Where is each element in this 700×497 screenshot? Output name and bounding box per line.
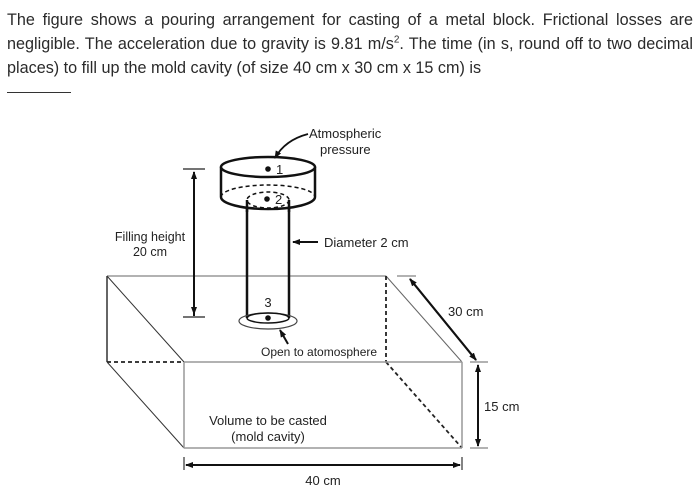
point-3-label: 3 [264, 295, 271, 310]
point-1-dot [265, 166, 271, 172]
point-2-label: 2 [275, 192, 282, 207]
point-2-dot [264, 196, 270, 202]
box-top-right-diagonal [385, 275, 463, 363]
point-3-dot [265, 315, 271, 321]
open-to-atmosphere-label: Open to atomosphere [261, 345, 377, 359]
atmospheric-label-2: pressure [320, 142, 371, 157]
cavity-label-1: Volume to be casted [209, 413, 327, 428]
filling-height-dimension [183, 168, 205, 318]
question-part2: . The time (in s, round off to two decim… [7, 35, 693, 77]
filling-height-label-2: 20 cm [133, 245, 167, 259]
filling-height-label-1: Filling height [115, 230, 186, 244]
box-top-left-diagonal [106, 275, 185, 363]
diameter-label: Diameter 2 cm [324, 235, 409, 250]
atmospheric-label-1: Atmospheric [309, 126, 382, 141]
length-label: 40 cm [305, 473, 340, 488]
pouring-basin [219, 155, 317, 212]
cavity-label-2: (mold cavity) [231, 429, 305, 444]
answer-blank [7, 92, 71, 93]
atmospheric-leader-arrow [274, 133, 309, 159]
box-hidden-diagonal [385, 361, 463, 449]
question-text: The figure shows a pouring arrangement f… [7, 8, 693, 80]
height-label: 15 cm [484, 399, 519, 414]
open-leader-arrow [279, 329, 289, 345]
mold-box [106, 275, 463, 449]
sprue-pipe [245, 208, 291, 318]
box-bottom-left-diagonal [106, 361, 185, 449]
superscript: 2 [393, 34, 400, 46]
height-dimension [470, 364, 488, 449]
length-dimension [183, 457, 463, 470]
depth-dimension [397, 275, 488, 363]
gate-ellipse-inner [246, 312, 290, 324]
question-part1: The figure shows a pouring arrangement f… [7, 11, 693, 53]
depth-label: 30 cm [448, 304, 483, 319]
point-1-label: 1 [276, 162, 283, 177]
